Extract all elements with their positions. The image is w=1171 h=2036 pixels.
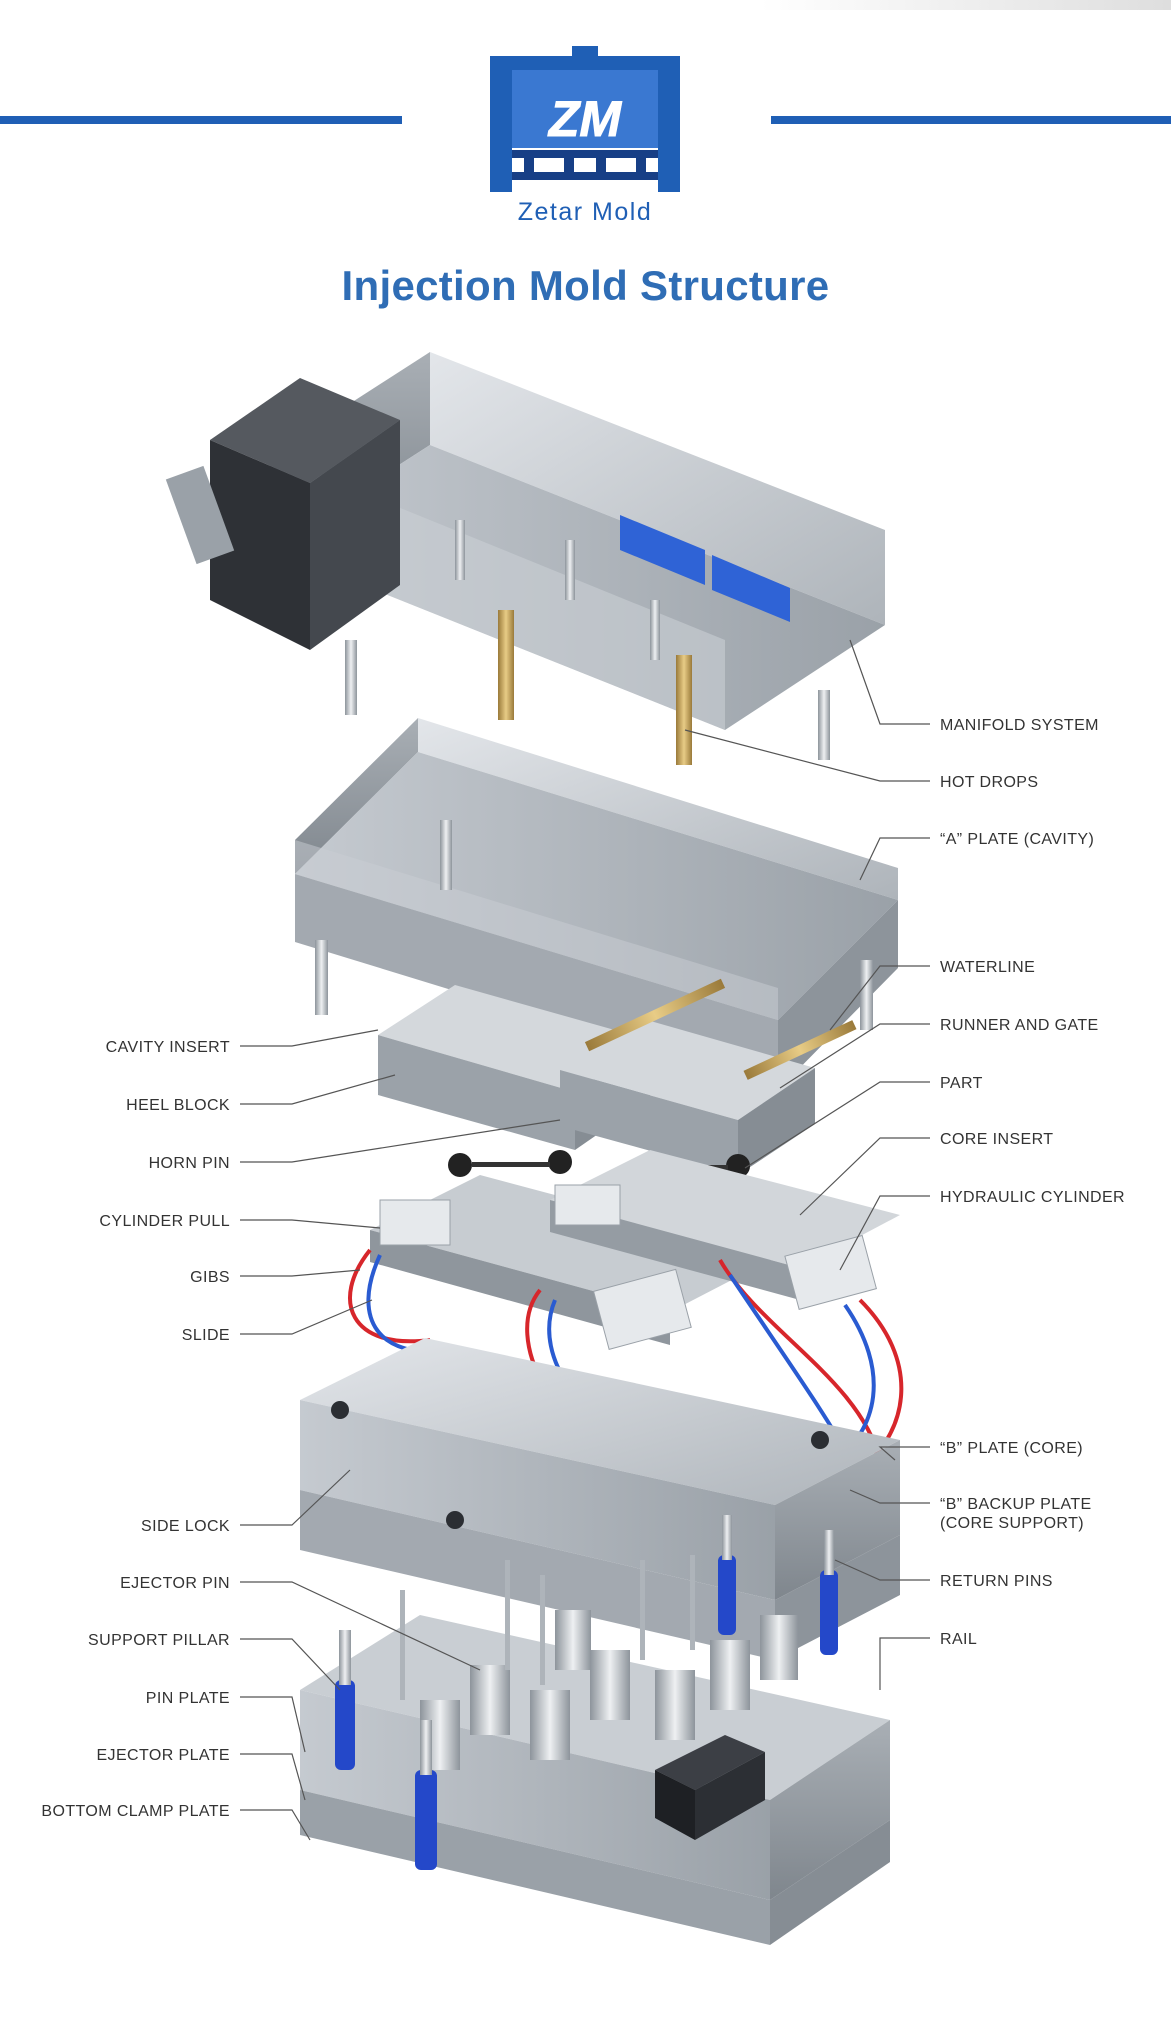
label-part: PART (940, 1075, 983, 1092)
label-cavity-insert: CAVITY INSERT (106, 1039, 230, 1056)
label-bottom-clamp-plate: BOTTOM CLAMP PLATE (41, 1803, 230, 1820)
guide-pins-upper (345, 520, 830, 760)
return-pin-springs (335, 1555, 838, 1870)
leader-lines-left (240, 1029, 561, 1841)
b-plate (300, 1338, 900, 1660)
label-support-pillar: SUPPORT PILLAR (88, 1632, 230, 1649)
label-return-pins: RETURN PINS (940, 1573, 1053, 1590)
top-edge-shadow (760, 0, 1171, 10)
labels-left: CAVITY INSERT HEEL BLOCK HORN PIN CYLIND… (41, 1039, 230, 1820)
support-pillars (420, 1610, 798, 1770)
label-b-plate: “B” PLATE (CORE) (940, 1440, 1083, 1457)
label-hot-drops: HOT DROPS (940, 774, 1038, 791)
label-rail: RAIL (940, 1631, 977, 1648)
brand-name: Zetar Mold (517, 198, 653, 226)
cavity-inserts (378, 978, 857, 1175)
header-rule-left (0, 116, 402, 124)
zetar-mold-logo: ZM (490, 46, 680, 192)
label-runner-and-gate: RUNNER AND GATE (940, 1017, 1099, 1034)
label-gibs: GIBS (190, 1269, 230, 1286)
label-pin-plate: PIN PLATE (146, 1690, 230, 1707)
label-b-backup-plate: “B” BACKUP PLATE (940, 1496, 1092, 1513)
label-ejector-plate: EJECTOR PLATE (96, 1747, 230, 1764)
label-heel-block: HEEL BLOCK (126, 1097, 230, 1114)
label-ejector-pin: EJECTOR PIN (120, 1575, 230, 1592)
label-hydraulic-cylinder: HYDRAULIC CYLINDER (940, 1189, 1125, 1206)
hydraulic-manifold-block (655, 1735, 765, 1840)
page-title: Injection Mold Structure (341, 262, 830, 309)
ejector-pins (400, 1555, 695, 1700)
label-a-plate: “A” PLATE (CAVITY) (940, 831, 1094, 848)
header-rule-right (771, 116, 1171, 124)
slide-assembly (370, 1150, 900, 1350)
label-core-support: (CORE SUPPORT) (940, 1515, 1084, 1532)
label-core-insert: CORE INSERT (940, 1131, 1053, 1148)
label-manifold-system: MANIFOLD SYSTEM (940, 717, 1099, 734)
label-cylinder-pull: CYLINDER PULL (99, 1213, 230, 1230)
label-horn-pin: HORN PIN (149, 1155, 230, 1172)
hot-drops (498, 610, 692, 765)
label-side-lock: SIDE LOCK (141, 1518, 230, 1535)
return-pin-rods (339, 1515, 834, 1775)
a-plate-guide-pins (315, 820, 873, 1030)
heater-junction-box (165, 378, 400, 650)
label-waterline: WATERLINE (940, 959, 1035, 976)
label-slide: SLIDE (182, 1327, 230, 1344)
leader-lines-right (684, 639, 930, 1690)
logo-letters: ZM (547, 91, 623, 147)
labels-right: MANIFOLD SYSTEM HOT DROPS “A” PLATE (CAV… (940, 717, 1125, 1648)
